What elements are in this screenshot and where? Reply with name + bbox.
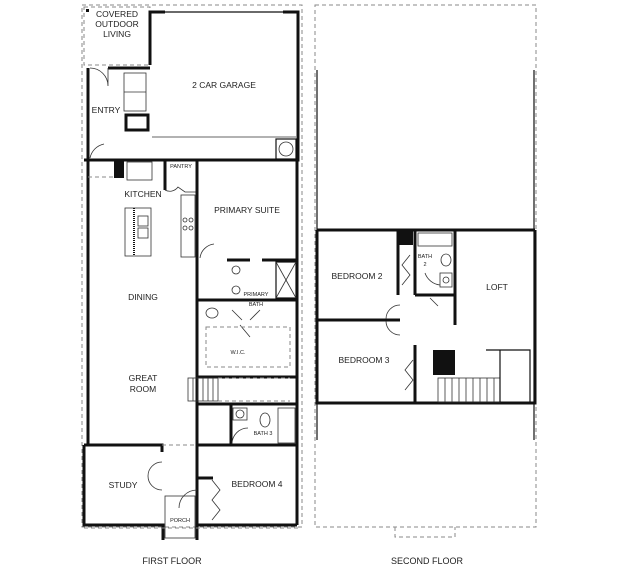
label-primary-suite: PRIMARY SUITE	[214, 205, 280, 215]
label-great-room-1: GREAT	[129, 373, 158, 383]
label-great-room-2: ROOM	[130, 384, 156, 394]
label-kitchen: KITCHEN	[124, 189, 161, 199]
label-bedroom3: BEDROOM 3	[338, 355, 389, 365]
label-pantry: PANTRY	[170, 164, 192, 170]
label-loft: LOFT	[486, 282, 508, 292]
second-floor-plan	[314, 4, 537, 538]
second-floor-outline	[314, 4, 537, 528]
primary-walls	[195, 160, 299, 525]
label-porch: PORCH	[170, 518, 190, 524]
label-entry: ENTRY	[92, 105, 121, 115]
label-bath3: BATH 3	[254, 431, 273, 437]
stairs-second	[437, 349, 531, 403]
first-floor-caption: FIRST FLOOR	[142, 556, 202, 566]
second-floor-walls	[315, 228, 537, 405]
entry-walls	[86, 66, 150, 445]
label-primary-bath-1: PRIMARY	[244, 292, 269, 298]
label-primary-bath-2: BATH	[249, 302, 263, 308]
stairs-first	[187, 377, 290, 402]
label-wic: W.I.C.	[231, 350, 246, 356]
label-bedroom2: BEDROOM 2	[331, 271, 382, 281]
label-bedroom4: BEDROOM 4	[231, 479, 282, 489]
label-bath2-1: BATH	[418, 254, 432, 260]
label-covered-outdoor-2: OUTDOOR	[95, 19, 138, 29]
label-covered-outdoor-1: COVERED	[96, 9, 138, 19]
label-bath2-2: 2	[423, 262, 426, 268]
label-dining: DINING	[128, 292, 158, 302]
second-floor-caption: SECOND FLOOR	[391, 556, 464, 566]
label-study: STUDY	[109, 480, 138, 490]
label-covered-outdoor-3: LIVING	[103, 29, 131, 39]
garage-walls	[84, 10, 300, 162]
first-floor-plan	[81, 4, 303, 540]
label-garage: 2 CAR GARAGE	[192, 80, 256, 90]
